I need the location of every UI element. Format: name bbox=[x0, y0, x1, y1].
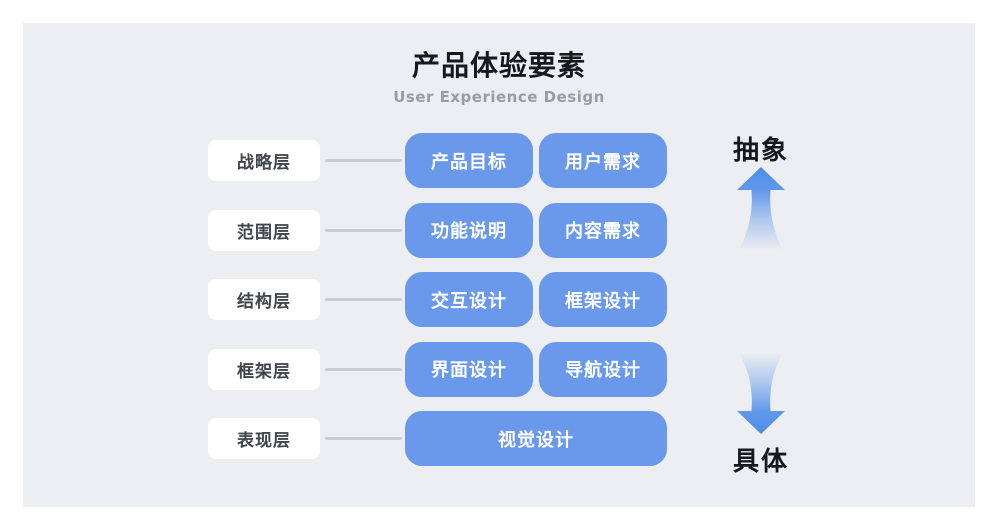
axis-concrete-label: 具体 bbox=[732, 447, 789, 477]
element-boxes: 产品目标 用户需求 bbox=[405, 133, 667, 188]
layer-row-skeleton: 框架层 界面设计 导航设计 bbox=[208, 341, 667, 397]
page-title: 产品体验要素 bbox=[411, 49, 586, 82]
element-boxes: 视觉设计 bbox=[405, 411, 667, 466]
connector-line bbox=[325, 437, 402, 440]
layer-label: 范围层 bbox=[208, 209, 320, 251]
title-block: 产品体验要素 User Experience Design bbox=[23, 49, 975, 106]
element-box: 用户需求 bbox=[539, 133, 667, 188]
arrow-down-icon bbox=[737, 354, 785, 434]
layer-row-surface: 表现层 视觉设计 bbox=[208, 411, 667, 466]
connector-line bbox=[325, 159, 402, 162]
connector-line bbox=[325, 367, 402, 371]
element-box: 框架设计 bbox=[539, 272, 667, 327]
connector-line bbox=[325, 228, 402, 232]
element-box: 导航设计 bbox=[539, 341, 667, 397]
layer-label: 框架层 bbox=[208, 348, 320, 390]
element-box: 视觉设计 bbox=[405, 411, 667, 466]
element-box: 界面设计 bbox=[405, 341, 533, 397]
layer-label: 结构层 bbox=[208, 279, 320, 320]
axis-abstract-label: 抽象 bbox=[732, 136, 789, 166]
diagram-panel: 产品体验要素 User Experience Design 战略层 产品目标 用… bbox=[23, 23, 975, 507]
layer-row-strategy: 战略层 产品目标 用户需求 bbox=[208, 133, 667, 188]
layer-label: 战略层 bbox=[208, 140, 320, 181]
element-boxes: 功能说明 内容需求 bbox=[405, 202, 667, 258]
element-box: 功能说明 bbox=[405, 202, 533, 258]
element-box: 内容需求 bbox=[539, 202, 667, 258]
element-box: 交互设计 bbox=[405, 272, 533, 327]
element-box: 产品目标 bbox=[405, 133, 533, 188]
arrow-up-icon bbox=[737, 167, 785, 249]
layer-row-structure: 结构层 交互设计 框架设计 bbox=[208, 272, 667, 327]
layer-label: 表现层 bbox=[208, 418, 320, 459]
element-boxes: 界面设计 导航设计 bbox=[405, 341, 667, 397]
page-subtitle: User Experience Design bbox=[393, 87, 605, 106]
element-boxes: 交互设计 框架设计 bbox=[405, 272, 667, 327]
layer-row-scope: 范围层 功能说明 内容需求 bbox=[208, 202, 667, 258]
layers-list: 战略层 产品目标 用户需求 范围层 功能说明 内容需求 结构层 bbox=[208, 133, 667, 466]
connector-line bbox=[325, 298, 402, 301]
